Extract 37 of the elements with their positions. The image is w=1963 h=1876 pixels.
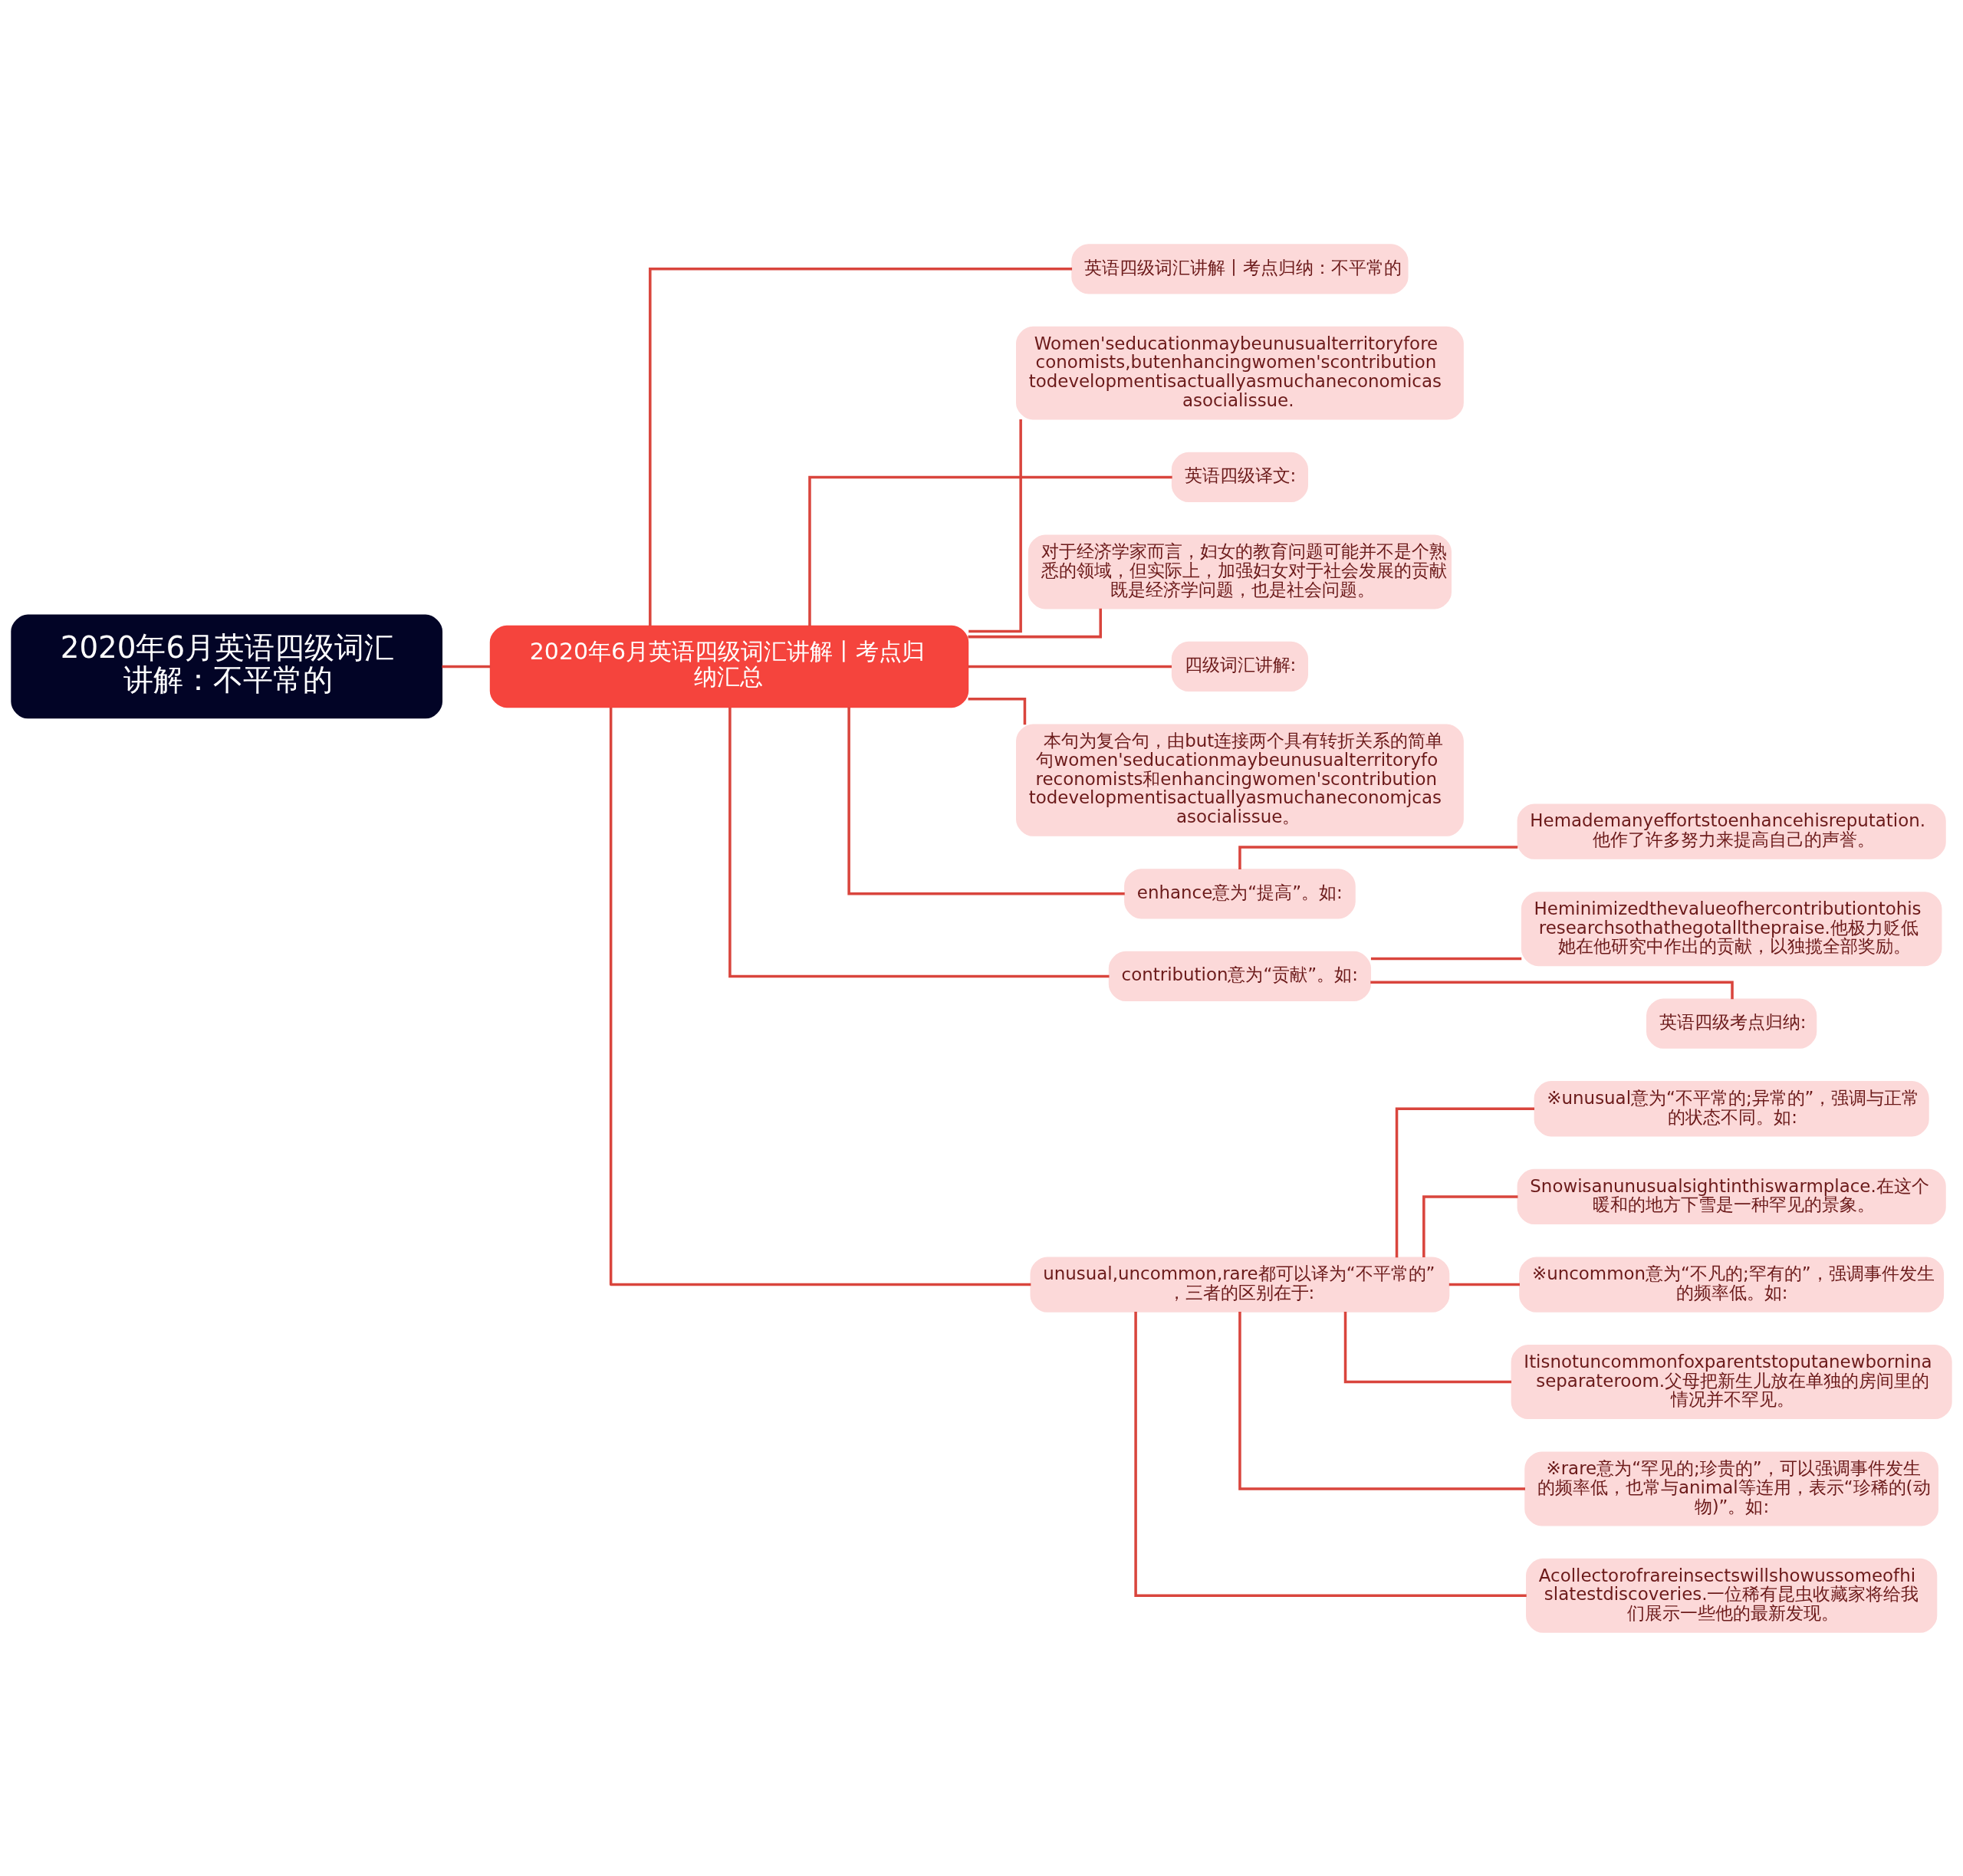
connector [609, 707, 1031, 1286]
node-box: enhance意为“提高”。如: [1124, 868, 1356, 918]
node-box: 英语四级词汇讲解丨考点归纳：不平常的 [1071, 243, 1409, 294]
connector [1395, 1107, 1535, 1257]
node-box: 四级词汇讲解: [1171, 641, 1308, 692]
node-box: Snowisanunusualsightinthiswarmplace.在这个暖和的地方下雪是一种罕见的景象。 [1517, 1168, 1946, 1224]
node-box: 2020年6月英语四级词汇讲解丨考点归纳汇总 [489, 625, 969, 708]
connector [1238, 845, 1518, 869]
connector [1448, 1283, 1520, 1286]
node-box: Women'seducationmaybeunusualterritoryforeconomists,butenhancingwomen'scontributiontodevelopmentisactuallyasmuchaneconomicasasocialissue. [1015, 326, 1464, 419]
node-box: ※rare意为“罕见的;珍贵的”，可以强调事件发生的频率低，也常与animal等连用，表示“珍稀的(动物)”。如: [1524, 1451, 1939, 1526]
node-box: contribution意为“贡献”。如: [1108, 951, 1372, 1001]
node-box: 英语四级考点归纳: [1646, 998, 1817, 1049]
node-box: Itisnotuncommonfoxparentstoputanewborninaseparateroom.父母把新生儿放在单独的房间里的情况并不罕见。 [1511, 1344, 1952, 1419]
connector [1370, 957, 1522, 960]
connector [968, 665, 1172, 668]
connector [1422, 1194, 1518, 1257]
connector [968, 419, 1022, 632]
node-box: 2020年6月英语四级词汇讲解：不平常的 [11, 614, 443, 718]
connector [808, 475, 1172, 626]
node-box: Acollectorofrareinsectswillshowussomeofhislatestdiscoveries.一位稀有昆虫收藏家将给我们展示一些他的最新发现。 [1526, 1558, 1938, 1633]
connector [649, 267, 1073, 626]
node-box: 本句为复合句，由but连接两个具有转折关系的简单句women'seducationmaybeunusualterritoryforeconomists和enhancingwomen'scontributiontodevelopmentisactuallyasmuchaneconomjcasasocialissue。 [1015, 723, 1464, 836]
connector [1343, 1311, 1511, 1383]
connector [1134, 1311, 1527, 1597]
node-box: ※uncommon意为“不凡的;罕有的”，强调事件发生的频率低。如: [1519, 1256, 1945, 1313]
node-box: Hemademanyeffortstoenhancehisreputation.他作了许多努力来提高自己的声誉。 [1517, 803, 1946, 859]
node-box: ※unusual意为“不平常的;异常的”，强调与正常的状态不同。如: [1534, 1080, 1929, 1136]
node-box: 对于经济学家而言，妇女的教育问题可能并不是个熟悉的领域，但实际上，加强妇女对于社会发展的贡献既是经济学问题，也是社会问题。 [1028, 534, 1452, 609]
connector [728, 707, 1110, 977]
connector [1370, 981, 1734, 999]
node-box: unusual,uncommon,rare都可以译为“不平常的”，三者的区别在于: [1030, 1256, 1450, 1313]
connector [442, 665, 491, 668]
connector [1238, 1311, 1525, 1490]
node-box: 英语四级译文: [1171, 452, 1308, 502]
node-box: Heminimizedthevalueofhercontributiontohisresearchsothathegotallthepraise.他极力贬低她在他研究中作出的贡献，以独揽全部奖励。 [1521, 891, 1942, 966]
connector [847, 706, 1125, 895]
